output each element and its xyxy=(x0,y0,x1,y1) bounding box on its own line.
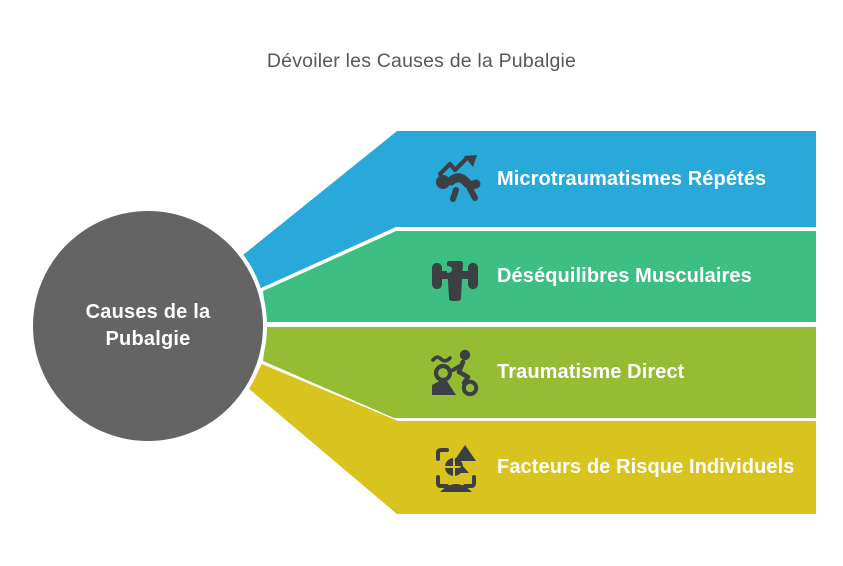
band-label-microtraumatismes: Microtraumatismes Répétés xyxy=(497,168,767,190)
band-label-desequilibres: Déséquilibres Musculaires xyxy=(497,265,752,287)
center-circle-label: Causes de la Pubalgie xyxy=(85,301,211,350)
band-shape-microtraumatismes xyxy=(243,131,816,289)
band-shape-desequilibres xyxy=(263,231,816,322)
exercise-trending-up-icon xyxy=(436,155,481,202)
band-shape-traumatisme xyxy=(263,327,816,418)
person-risk-scan-icon xyxy=(436,445,476,492)
dumbbell-grip-icon xyxy=(432,261,478,301)
band-shape-facteurs xyxy=(248,364,816,514)
center-circle xyxy=(29,207,267,445)
band-label-traumatisme: Traumatisme Direct xyxy=(497,361,685,383)
band-label-facteurs: Facteurs de Risque Individuels xyxy=(497,456,795,478)
downhill-bike-crash-icon xyxy=(431,349,479,397)
page-title: Dévoiler les Causes de la Pubalgie xyxy=(266,50,577,72)
